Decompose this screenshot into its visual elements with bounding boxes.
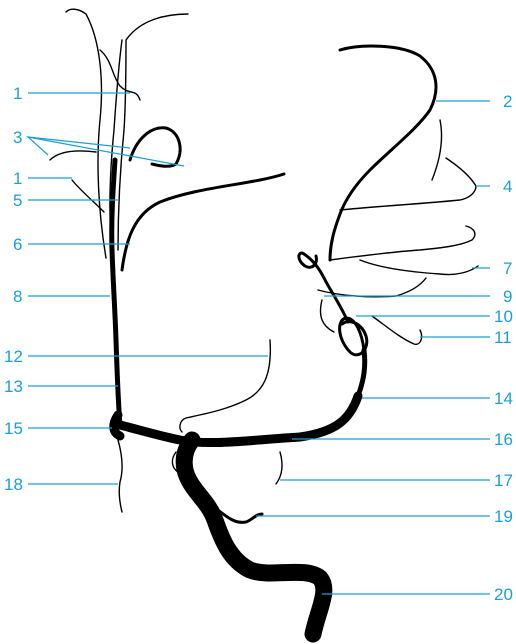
vessel-right-ascending: [358, 350, 365, 396]
label-11: 11: [494, 328, 512, 347]
vessel-branch-11: [372, 316, 422, 344]
label-16: 16: [494, 430, 513, 449]
label-1b: 1: [13, 169, 22, 188]
label-19: 19: [494, 507, 513, 526]
vessel-17: [276, 452, 282, 484]
label-2: 2: [503, 92, 512, 111]
label-12: 12: [4, 347, 23, 366]
vessel-branch-4b: [432, 120, 442, 180]
label-3: 3: [13, 128, 22, 147]
label-5: 5: [13, 191, 22, 210]
label-17: 17: [494, 471, 513, 490]
vessel-upper-3: [66, 9, 106, 258]
label-10: 10: [494, 307, 513, 326]
label-9: 9: [503, 287, 512, 306]
vessel-drawing: [50, 9, 478, 634]
label-1a: 1: [13, 84, 22, 103]
label-18: 18: [4, 475, 23, 494]
vessel-upper-right-2: [330, 46, 436, 260]
label-8: 8: [13, 287, 22, 306]
vessel-trunk: [184, 440, 324, 634]
vessel-branch-7: [330, 226, 475, 260]
vessel-branch-4: [340, 158, 476, 210]
label-13: 13: [4, 377, 23, 396]
label-20: 20: [494, 585, 513, 604]
vessel-loop-3b: [50, 151, 96, 160]
label-4: 4: [503, 177, 512, 196]
vessel-18: [118, 440, 122, 512]
vessel-branch-7b: [360, 260, 478, 275]
vessel-19: [218, 510, 262, 522]
label-15: 15: [4, 419, 23, 438]
vessel-branch-9: [318, 278, 426, 297]
vessel-upper-2: [118, 14, 188, 250]
vessel-right-loop: [340, 318, 367, 355]
label-7: 7: [503, 259, 512, 278]
labels: 1 3 1 5 6 8 12 13 15 18 2 4 7 9 10 11 14…: [4, 84, 513, 604]
vessel-loop-tail: [299, 253, 348, 322]
vessel-branch-9b: [321, 300, 335, 332]
label-6: 6: [13, 235, 22, 254]
vessel-branch-6: [122, 174, 284, 270]
label-14: 14: [494, 389, 513, 408]
vessel-12: [180, 340, 270, 432]
leader-3: [28, 137, 184, 166]
